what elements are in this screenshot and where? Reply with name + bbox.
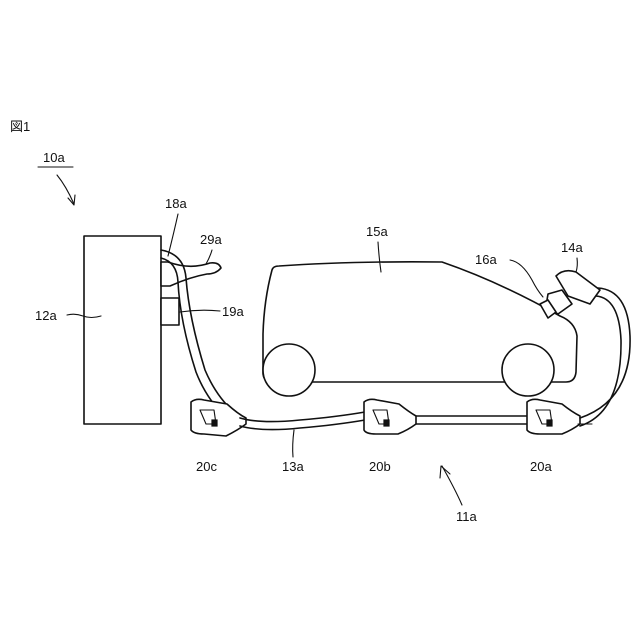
vehicle-leader (378, 242, 381, 272)
cable-connector-outer (580, 288, 630, 418)
connector-label: 14a (561, 240, 583, 255)
cable-system-label: 11a (456, 509, 477, 524)
connector-plug (540, 271, 600, 318)
hook-leader (206, 250, 212, 264)
vehicle-front-wheel (263, 344, 315, 396)
clip-20c (191, 399, 246, 436)
cable-main-upper (240, 412, 365, 422)
hook-label: 29a (200, 232, 222, 247)
vehicle-label: 15a (366, 224, 388, 239)
cable-connector-inner (580, 296, 621, 426)
clip-20a (527, 399, 580, 434)
holder-leader (180, 310, 220, 312)
cable-exit-label: 18a (165, 196, 187, 211)
connector-leader (576, 258, 577, 272)
system-arrow (57, 175, 74, 204)
clip-a-label: 20a (530, 459, 552, 474)
clip-20b (364, 399, 416, 434)
charger-body (84, 236, 161, 424)
cable-leader (293, 430, 294, 457)
inlet-label: 16a (475, 252, 497, 267)
vehicle-rear-wheel (502, 344, 554, 396)
figure-title: 図1 (10, 119, 30, 134)
charger-label: 12a (35, 308, 57, 323)
cable-system-arrow (442, 466, 462, 505)
system-label: 10a (43, 150, 65, 165)
clip-b-label: 20b (369, 459, 391, 474)
cable-exit-leader (168, 214, 178, 256)
clip-c-label: 20c (196, 459, 217, 474)
holder-box (161, 298, 179, 325)
hook-shape (161, 262, 221, 286)
system-arrowhead (68, 195, 75, 205)
holder-label: 19a (222, 304, 244, 319)
cable-label: 13a (282, 459, 304, 474)
